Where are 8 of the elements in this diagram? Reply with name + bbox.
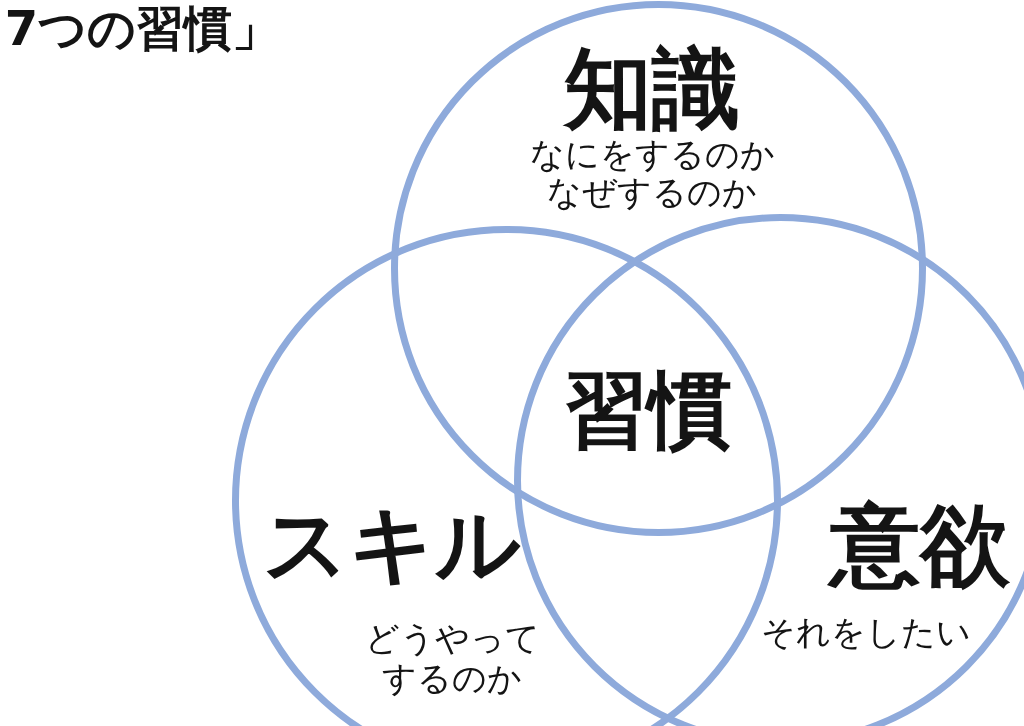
circle-description: どうやってするのか bbox=[364, 618, 540, 698]
circle-heading: 知識 bbox=[563, 45, 741, 133]
slide-title: 7つの習慣」 bbox=[4, 0, 281, 56]
circle-description: それをしたい bbox=[760, 612, 972, 652]
circle-heading: スキル bbox=[262, 502, 522, 586]
circle-description: なにをするのかなぜするのか bbox=[529, 135, 775, 211]
circle-heading: 意欲 bbox=[829, 500, 1011, 590]
center-label: 習慣 bbox=[563, 368, 733, 452]
